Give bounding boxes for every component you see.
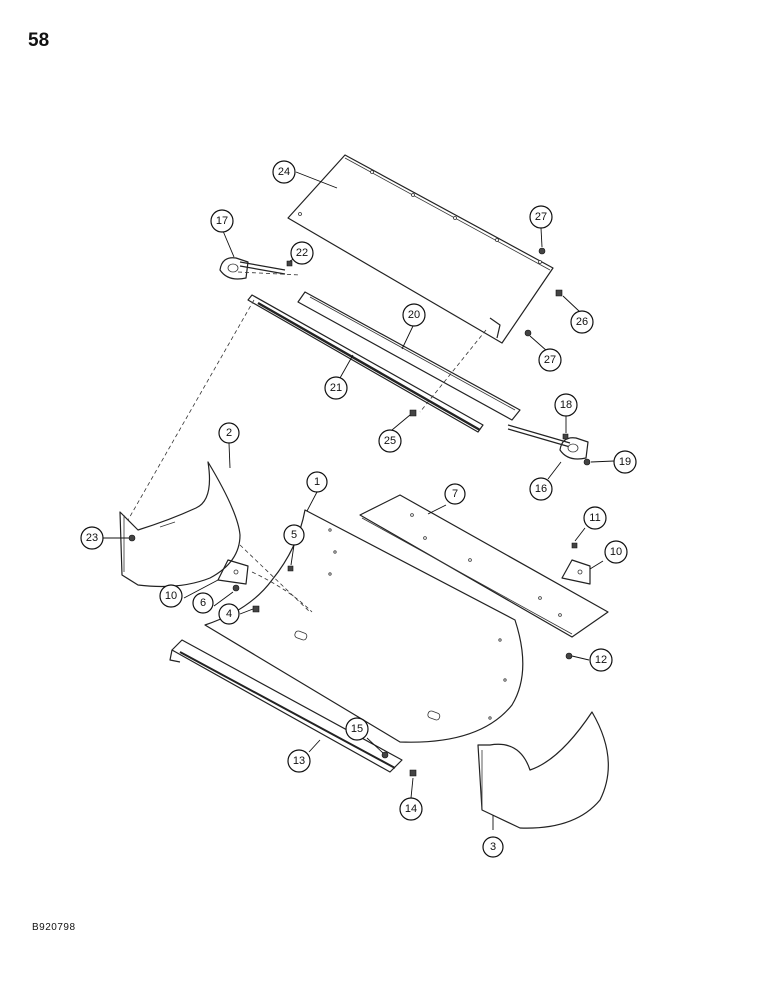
callout-26: 26 (570, 310, 594, 334)
callout-15: 15 (345, 717, 369, 741)
callout-label: 16 (535, 483, 547, 495)
callout-label: 21 (330, 382, 342, 394)
callout-label: 11 (589, 512, 600, 524)
channel-bracket (297, 291, 521, 421)
callout-21: 21 (324, 376, 348, 400)
support-angle (359, 494, 609, 638)
callout-label: 19 (619, 456, 631, 468)
callout-label: 26 (576, 316, 588, 328)
left-end-shield (119, 461, 241, 588)
assembly-lines (127, 271, 487, 613)
callout-label: 7 (452, 488, 458, 500)
callout-5: 5 (283, 524, 305, 546)
callout-label: 27 (535, 211, 547, 223)
callout-14: 14 (399, 797, 423, 821)
callout-7: 7 (444, 483, 466, 505)
callout-20: 20 (402, 303, 426, 327)
callout-22: 22 (290, 241, 314, 265)
callout-2: 2 (218, 422, 240, 444)
callout-1: 1 (306, 471, 328, 493)
callout-18: 18 (554, 393, 578, 417)
callout-17: 17 (210, 209, 234, 233)
callout-16: 16 (529, 477, 553, 501)
leader-lines (102, 171, 615, 830)
callout-10-left: 10 (159, 584, 183, 608)
page-number: 58 (28, 30, 50, 51)
mount-bracket-right (561, 559, 591, 585)
callout-label: 15 (351, 723, 363, 735)
callout-12: 12 (589, 648, 613, 672)
callout-label: 14 (405, 803, 417, 815)
callout-3: 3 (482, 836, 504, 858)
callout-label: 22 (296, 247, 308, 259)
callout-label: 1 (314, 476, 320, 488)
figure-code: B920798 (32, 922, 76, 933)
callout-10-right: 10 (604, 540, 628, 564)
callout-25: 25 (378, 429, 402, 453)
callout-label: 23 (86, 532, 98, 544)
callout-label: 18 (560, 399, 572, 411)
callout-4: 4 (218, 603, 240, 625)
callout-label: 10 (610, 546, 622, 558)
callout-label: 25 (384, 435, 396, 447)
mount-bracket-left (217, 559, 249, 585)
callout-27-top: 27 (529, 205, 553, 229)
callout-label: 2 (226, 427, 232, 439)
hardware (128, 247, 591, 777)
right-end-shield (477, 711, 609, 829)
callout-6: 6 (192, 592, 214, 614)
lower-rail (169, 639, 403, 773)
callout-23: 23 (80, 526, 104, 550)
callout-27-bottom: 27 (538, 348, 562, 372)
hinge-bracket-left (219, 257, 249, 280)
callout-11: 11 (583, 506, 607, 530)
callout-label: 6 (200, 597, 206, 609)
callout-label: 20 (408, 309, 420, 321)
callout-label: 13 (293, 755, 305, 767)
callout-label: 24 (278, 166, 290, 178)
callout-label: 12 (595, 654, 607, 666)
callout-label: 5 (291, 529, 297, 541)
callout-label: 27 (544, 354, 556, 366)
callout-label: 10 (165, 590, 177, 602)
callout-19: 19 (613, 450, 637, 474)
callout-13: 13 (287, 749, 311, 773)
bottom-pan (204, 509, 524, 743)
callout-label: 17 (216, 215, 228, 227)
seal-strip (247, 294, 484, 433)
callout-label: 3 (490, 841, 496, 853)
top-cover-panel (287, 154, 554, 344)
hinge-bracket-right (559, 437, 589, 460)
callout-label: 4 (226, 608, 232, 620)
callout-24: 24 (272, 160, 296, 184)
